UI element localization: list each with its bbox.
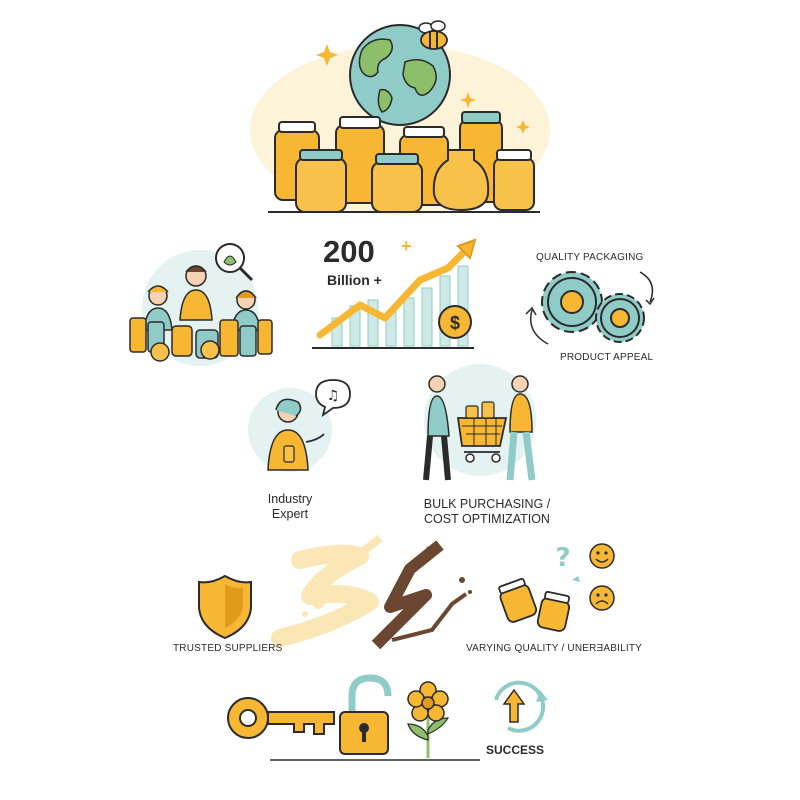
flower-icon <box>407 681 450 758</box>
magnifier-icon <box>215 243 254 282</box>
sparkle-icon <box>316 44 530 134</box>
industry-expert-figure: ♫ <box>248 379 351 472</box>
bulk-purchasing-label: BULK PURCHASING / COST OPTIMIZATION <box>423 497 551 526</box>
varying-quality-label: VARYING QUALITY / UNERƎABILITY <box>466 643 643 654</box>
gear-icon <box>595 293 645 343</box>
music-note-icon: ♫ <box>327 388 340 404</box>
bulk-purchasing-figure <box>423 364 536 481</box>
quality-packaging-label: QUALITY PACKAGING <box>536 252 644 263</box>
honey-jar-icon <box>498 576 580 632</box>
globe-icon <box>349 24 451 126</box>
question-mark-icon: ? <box>555 543 570 573</box>
bee-icon <box>418 20 448 50</box>
shield-icon <box>198 574 252 640</box>
smooth-path <box>271 534 383 647</box>
key-icon <box>227 697 335 739</box>
market-unit: Billion + <box>327 272 382 288</box>
varying-quality-group: ? <box>498 543 615 632</box>
sad-face-icon <box>589 585 615 611</box>
svg-text:$: $ <box>450 313 460 333</box>
padlock-icon <box>339 674 392 755</box>
gears-cycle <box>525 271 655 345</box>
globe-jars-group <box>250 20 550 215</box>
growth-chart-icon: $ <box>312 238 477 349</box>
refresh-arrow-icon <box>494 680 548 733</box>
gear-icon <box>541 271 603 333</box>
team-with-products <box>129 243 273 366</box>
broken-path <box>371 540 472 650</box>
product-appeal-label: PRODUCT APPEAL <box>560 352 654 363</box>
success-label: SUCCESS <box>486 743 545 757</box>
speech-bubble-icon: ♫ <box>315 379 351 418</box>
industry-expert-label: Industry Expert <box>267 492 313 521</box>
shopping-cart-icon <box>456 401 508 463</box>
happy-face-icon <box>589 543 615 569</box>
market-value: 200 <box>323 234 375 269</box>
dollar-coin-icon: $ <box>438 305 472 339</box>
market-plus-sign: + <box>401 236 412 256</box>
honey-jar-icon <box>274 111 535 213</box>
trusted-suppliers-label: TRUSTED SUPPLIERS <box>173 643 283 654</box>
